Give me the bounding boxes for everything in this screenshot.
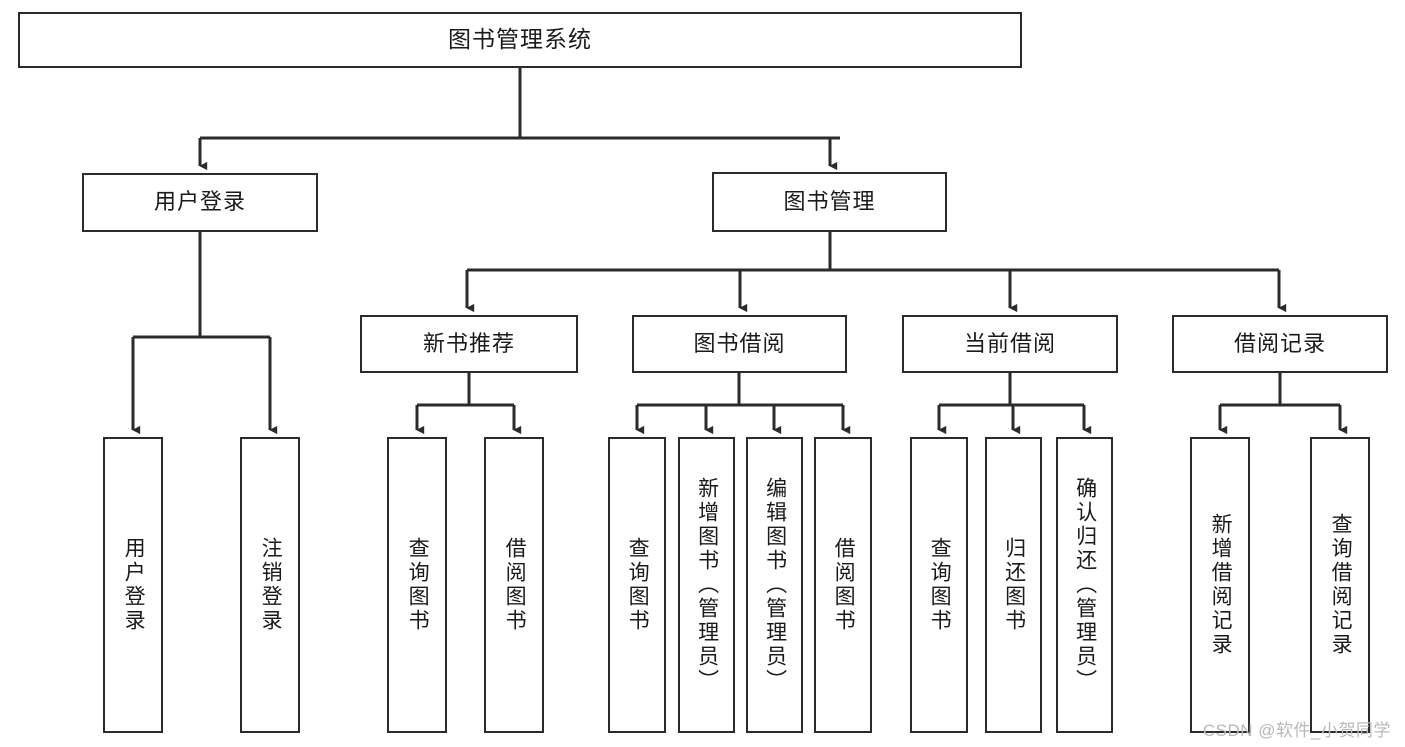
leaf-return-book[interactable]: 归还图书	[985, 437, 1042, 733]
node-current-borrow-label: 当前借阅	[963, 330, 1056, 356]
leaf-confirm-return-admin[interactable]: 确认归还（管理员）	[1056, 437, 1113, 733]
leaf-add-book-admin-label: 新增图书（管理员）	[695, 477, 719, 693]
leaf-query-book-current-label: 查询图书	[928, 537, 952, 633]
leaf-borrow-book-recommend[interactable]: 借阅图书	[484, 437, 544, 733]
leaf-add-borrow-record[interactable]: 新增借阅记录	[1190, 437, 1250, 733]
leaf-add-book-admin[interactable]: 新增图书（管理员）	[678, 437, 735, 733]
leaf-query-book[interactable]: 查询图书	[608, 437, 666, 733]
leaf-edit-book-admin[interactable]: 编辑图书（管理员）	[746, 437, 803, 733]
node-book-borrow-label: 图书借阅	[693, 330, 786, 356]
leaf-user-login[interactable]: 用户登录	[103, 437, 163, 733]
node-root-label: 图书管理系统	[448, 26, 592, 53]
watermark-text: CSDN @软件_小贺同学	[1202, 721, 1391, 740]
leaf-confirm-return-admin-label: 确认归还（管理员）	[1073, 477, 1097, 693]
leaf-query-borrow-record-label: 查询借阅记录	[1329, 513, 1353, 657]
node-new-book-recommend-label: 新书推荐	[422, 330, 515, 356]
leaf-edit-book-admin-label: 编辑图书（管理员）	[763, 477, 787, 693]
leaf-user-logout-label: 注销登录	[259, 537, 283, 633]
node-book-management-label: 图书管理	[783, 188, 876, 214]
node-current-borrow[interactable]: 当前借阅	[902, 315, 1118, 373]
leaf-borrow-book[interactable]: 借阅图书	[814, 437, 872, 733]
node-book-management[interactable]: 图书管理	[712, 172, 947, 232]
node-borrow-record[interactable]: 借阅记录	[1172, 315, 1388, 373]
leaf-borrow-book-label: 借阅图书	[832, 537, 856, 633]
node-user-login[interactable]: 用户登录	[82, 173, 318, 232]
leaf-borrow-book-recommend-label: 借阅图书	[503, 537, 527, 633]
leaf-user-logout[interactable]: 注销登录	[240, 437, 300, 733]
leaf-query-book-recommend[interactable]: 查询图书	[387, 437, 447, 733]
leaf-query-book-label: 查询图书	[626, 537, 650, 633]
leaf-add-borrow-record-label: 新增借阅记录	[1209, 513, 1233, 657]
node-root[interactable]: 图书管理系统	[18, 12, 1022, 68]
leaf-return-book-label: 归还图书	[1002, 537, 1026, 633]
leaf-query-book-recommend-label: 查询图书	[406, 537, 430, 633]
leaf-query-book-current[interactable]: 查询图书	[910, 437, 968, 733]
leaf-user-login-label: 用户登录	[122, 537, 146, 633]
leaf-query-borrow-record[interactable]: 查询借阅记录	[1310, 437, 1370, 733]
node-book-borrow[interactable]: 图书借阅	[632, 315, 847, 373]
node-user-login-label: 用户登录	[153, 189, 246, 215]
node-new-book-recommend[interactable]: 新书推荐	[360, 315, 578, 373]
node-borrow-record-label: 借阅记录	[1233, 330, 1326, 356]
